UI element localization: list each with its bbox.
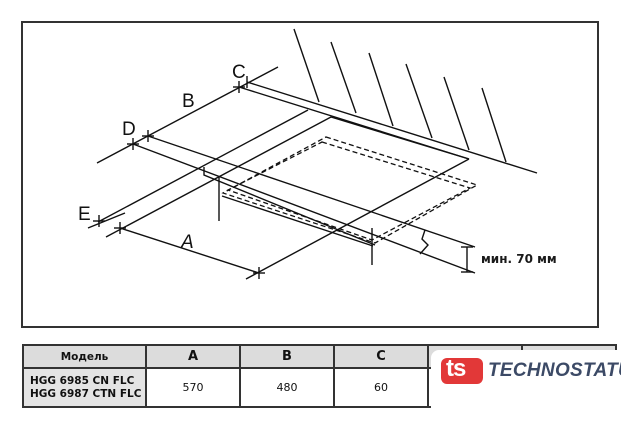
- value-c: 60: [333, 367, 429, 408]
- header-a: A: [145, 344, 241, 369]
- dimension-label-e: E: [78, 204, 91, 225]
- diagram-frame: [21, 21, 599, 328]
- logo-mark-icon: ts: [441, 355, 483, 384]
- dimension-label-d: D: [122, 119, 136, 140]
- clearance-note: мин. 70 мм: [481, 252, 557, 266]
- wall-hatching: [293, 28, 507, 163]
- technostatus-logo: ts TECHNOSTATUS: [431, 350, 621, 410]
- header-b: B: [239, 344, 335, 369]
- header-model: Модель: [22, 344, 147, 369]
- model-name: HGG 6985 CN FLC: [30, 374, 135, 387]
- dimension-label-b: B: [182, 91, 195, 112]
- header-c: C: [333, 344, 429, 369]
- installation-diagram: C B D E A мин. 70 мм: [21, 21, 599, 328]
- countertop-lines: [97, 81, 538, 280]
- hob-outline-dashed: [221, 136, 479, 244]
- dimension-label-a: A: [180, 232, 194, 253]
- model-name: HGG 6987 CTN FLC: [30, 387, 142, 400]
- model-cell: HGG 6985 CN FLC HGG 6987 CTN FLC: [22, 367, 147, 408]
- dimension-label-c: C: [232, 62, 246, 83]
- dimension-lines: [87, 66, 473, 279]
- logo-text: TECHNOSTATUS: [488, 360, 621, 381]
- value-a: 570: [145, 367, 241, 408]
- logo-mark-text: ts: [446, 355, 466, 382]
- value-b: 480: [239, 367, 335, 408]
